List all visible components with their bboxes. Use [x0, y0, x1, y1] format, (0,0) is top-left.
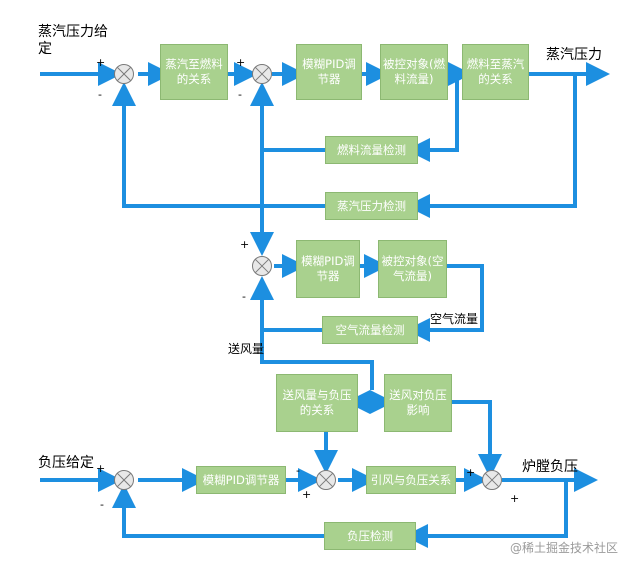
sum4-minus: -: [100, 498, 104, 511]
block-fuzzy-pid-1: 模糊PID调节器: [296, 44, 362, 100]
air-flow-label: 空气流量: [430, 312, 479, 326]
sum1-plus: +: [96, 56, 106, 69]
sum-junction-2: [252, 64, 272, 84]
sum3-minus: -: [242, 290, 246, 303]
block-fuzzy-pid-2: 模糊PID调节器: [296, 240, 360, 298]
arrow-pressure-feedback-out: [112, 484, 324, 538]
arrow-air-flow-feedback-in: [406, 264, 484, 342]
block-fuzzy-pid-3: 模糊PID调节器: [196, 466, 286, 494]
arrow-impact-to-sum6: [452, 400, 502, 478]
block-plant-fuel: 被控对象(燃料流量): [380, 44, 448, 100]
steam-setpoint-label: 蒸汽压力给定: [38, 24, 108, 57]
sum-junction-3: [252, 256, 272, 276]
sum4-plus: +: [96, 462, 106, 475]
sum-junction-6: [482, 470, 502, 490]
arrow-fuel-flow-feedback-in: [406, 74, 459, 162]
sum5-plus: +: [302, 488, 312, 501]
block-air-to-pressure: 送风量与负压的关系: [276, 374, 358, 432]
sum6-plus-right: +: [510, 492, 520, 505]
block-fuel-to-steam: 燃料至蒸汽的关系: [462, 44, 529, 100]
block-fuel-flow-detect: 燃料流量检测: [325, 136, 418, 164]
sum1-minus: -: [98, 88, 102, 101]
pressure-setpoint-label: 负压给定: [38, 455, 94, 471]
arrow-pressure-feedback-in: [404, 480, 568, 548]
sum2-minus: -: [238, 88, 242, 101]
block-air-affects-pressure: 送风对负压影响: [384, 374, 452, 432]
block-pressure-detect: 负压检测: [324, 522, 416, 550]
sum-junction-4: [114, 470, 134, 490]
sum5-minus: -: [296, 464, 300, 477]
block-plant-air: 被控对象(空气流量): [378, 240, 447, 298]
watermark: @稀土掘金技术社区: [509, 541, 618, 555]
sum2-plus: +: [236, 56, 246, 69]
block-induced-draft-relation: 引风与负压关系: [366, 466, 456, 494]
sum6-plus-left: +: [466, 466, 476, 479]
sum-junction-5: [316, 470, 336, 490]
air-supply-label: 送风量: [228, 342, 265, 356]
block-air-flow-detect: 空气流量检测: [322, 316, 418, 344]
sum-junction-1: [114, 64, 134, 84]
furnace-output-label: 炉膛负压: [522, 459, 578, 475]
arrow-fuel-flow-feedback-out: [250, 82, 325, 152]
arrow-steam-feedback-in: [406, 74, 577, 218]
steam-output-label: 蒸汽压力: [546, 47, 602, 63]
arrow-air-supply-branch: [260, 330, 374, 390]
sum3-plus: +: [240, 238, 250, 251]
arrow-steam-feedback-out: [112, 82, 325, 208]
block-steam-pressure-detect: 蒸汽压力检测: [325, 192, 418, 220]
block-steam-to-fuel: 蒸汽至燃料的关系: [160, 44, 228, 100]
